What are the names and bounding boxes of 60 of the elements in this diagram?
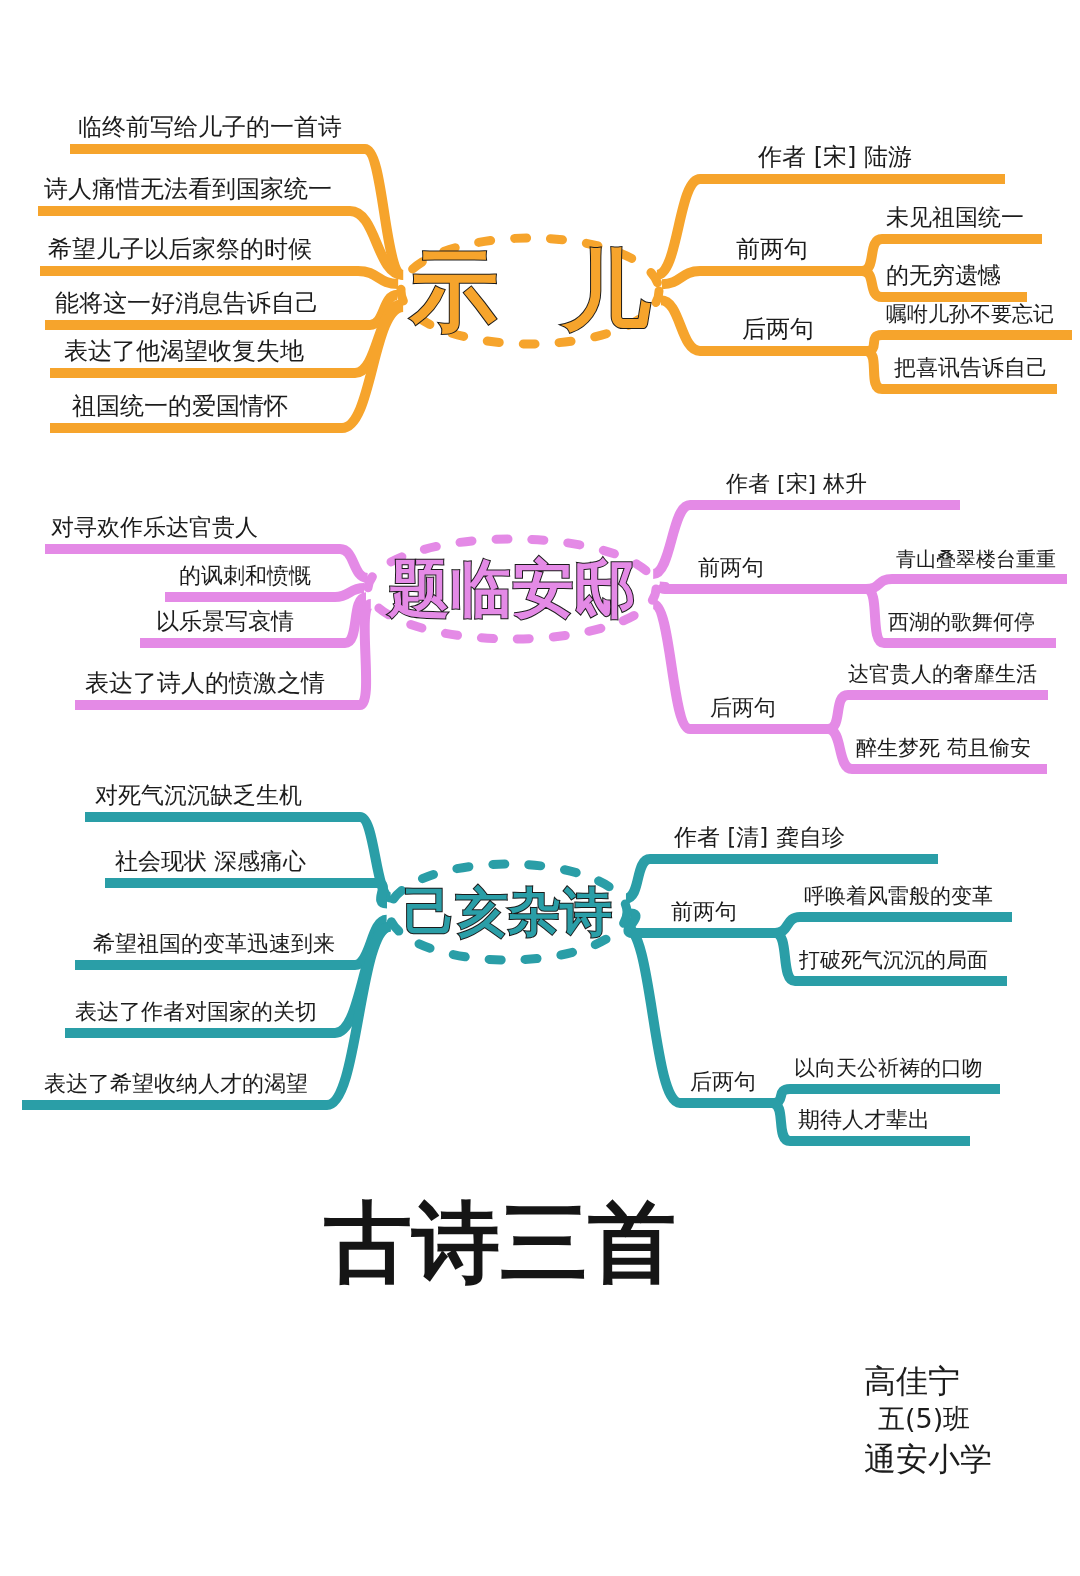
branch-line (651, 500, 692, 579)
branch-text: 醉生梦死 苟且偷安 (852, 738, 1047, 774)
branch-text: 对死气沉沉缺乏生机 (85, 784, 360, 822)
branch-line (659, 581, 669, 594)
branch-text: 后两句 (680, 1072, 772, 1108)
branch-line (339, 544, 369, 583)
branch-text: 打破死气沉沉的局面 (795, 950, 1007, 986)
signature-text: 五(5)班 (878, 1404, 971, 1434)
branch-text: 前两句 (668, 558, 866, 594)
branch-text: 表达了诗人的愤激之情 (75, 670, 360, 710)
branch-text: 作者 [宋] 林升 (690, 470, 960, 510)
branch-text: 作者 [清] 龚自珍 (650, 824, 938, 864)
branch-text: 前两句 (700, 238, 862, 276)
branch-text: 表达了作者对国家的关切 (65, 1000, 335, 1038)
branch-line (353, 914, 388, 970)
branch-text: 临终前写给儿子的一首诗 (70, 112, 365, 154)
branch-text: 希望儿子以后家祭的时候 (40, 236, 358, 276)
branch-text: 对寻欢作乐达官贵人 (45, 514, 340, 554)
branch-line (659, 295, 702, 356)
branch-text: 希望祖国的变革迅速到来 (75, 932, 355, 970)
branch-text: 达官贵人的奢靡生活 (848, 664, 1048, 700)
branch-text: 表达了希望收纳人才的渴望 (22, 1072, 327, 1110)
topic-bubble (362, 533, 662, 645)
branch-line (661, 266, 701, 290)
branch-text: 能将这一好消息告诉自己 (45, 290, 370, 330)
branch-text: 社会现状 深感痛心 (105, 850, 377, 888)
branch-text: 把喜讯告诉自己 (882, 356, 1057, 394)
branch-text: 后两句 (700, 318, 866, 356)
branch-text: 嘱咐儿孙不要忘记 (882, 304, 1072, 340)
signature-text: 高佳宁 (864, 1364, 960, 1400)
branch-text: 表达了他渴望收复失地 (50, 338, 355, 378)
branch-line (624, 854, 652, 904)
branch-text: 的讽刺和愤慨 (165, 566, 335, 602)
branch-text: 未见祖国统一 (882, 206, 1042, 244)
branch-text: 青山叠翠楼台重重 (892, 548, 1067, 584)
branch-line (349, 206, 405, 280)
branch-line (324, 921, 393, 1110)
branch-text: 作者 [宋] 陆游 (700, 140, 1005, 184)
poster-title: 古诗三首 (323, 1190, 677, 1296)
branch-line (376, 878, 388, 909)
branch-line (357, 266, 399, 289)
branch-line (357, 812, 393, 903)
branch-text: 祖国统一的爱国情怀 (50, 393, 342, 433)
branch-line (369, 289, 399, 330)
branch-line (343, 592, 368, 648)
branch-line (650, 599, 693, 734)
branch-text: 期待人才辈出 (790, 1110, 970, 1146)
topic-title: 题临安邸 (388, 558, 636, 620)
branch-line (357, 599, 374, 710)
branch-line (623, 908, 641, 938)
topic-title: 己亥杂诗 (404, 886, 612, 938)
branch-text: 的无穷遗憾 (882, 264, 1027, 302)
branch-text: 诗人痛惜无法看到国家统一 (38, 176, 350, 216)
branch-line (340, 302, 405, 433)
topic-bubble (395, 232, 665, 350)
branch-text: 西湖的歌舞何停 (884, 612, 1056, 648)
signature-text: 通安小学 (864, 1442, 992, 1478)
branch-text: 前两句 (633, 902, 775, 938)
branch-line (334, 583, 365, 602)
branch-text: 后两句 (690, 698, 828, 734)
